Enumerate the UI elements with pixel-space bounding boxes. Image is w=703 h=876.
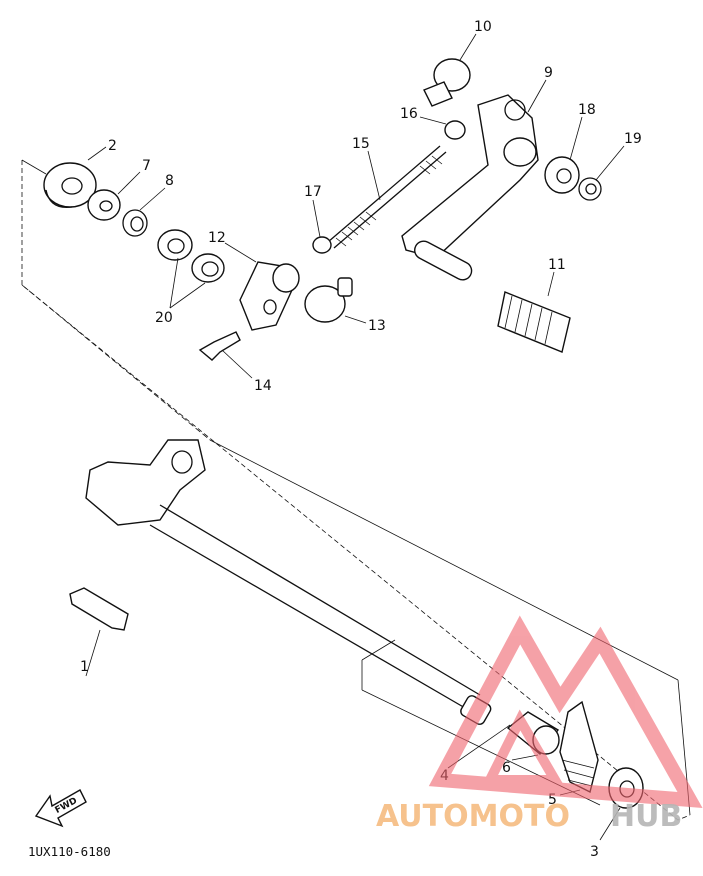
- part-14-bolt: [198, 331, 241, 361]
- part-number-16: 16: [400, 106, 418, 122]
- part-number-1: 1: [80, 659, 89, 675]
- part-20-bearing-b: [191, 253, 225, 283]
- part-number-15: 15: [352, 136, 370, 152]
- part-20-bearing-a: [157, 229, 193, 261]
- part-number-8: 8: [165, 173, 174, 189]
- part-number-12: 12: [208, 230, 226, 246]
- part-number-7: 7: [142, 158, 151, 174]
- part-5-spring: [559, 700, 599, 794]
- part-number-2: 2: [108, 138, 117, 154]
- leader-lines: [85, 33, 625, 841]
- part-7-washer: [87, 189, 121, 221]
- drawing-code: 1UX110-6180: [28, 844, 111, 859]
- part-12-shift-arm: [239, 261, 300, 331]
- part-number-3: 3: [590, 844, 599, 860]
- part-16-nut: [444, 120, 466, 140]
- part-number-5: 5: [548, 792, 557, 808]
- part-11-pedal-rubber: [497, 291, 571, 353]
- part-15-shift-rod: [327, 145, 447, 249]
- part-shift-shaft: [85, 439, 492, 725]
- part-number-17: 17: [304, 184, 322, 200]
- part-18-washer: [544, 156, 580, 194]
- part-2-oil-seal: [43, 162, 97, 209]
- watermark-text-automoto: AUTOMOTO: [376, 799, 570, 834]
- part-9-shift-pedal: [401, 94, 539, 281]
- part-number-20: 20: [155, 310, 173, 326]
- part-13-rod-end: [304, 277, 353, 323]
- part-1-stud-bolt: [69, 587, 129, 631]
- part-17-nut: [312, 236, 332, 254]
- part-10-rod-end: [423, 58, 471, 107]
- watermark-logo: [428, 615, 703, 809]
- part-number-9: 9: [544, 65, 553, 81]
- fwd-arrow: FWD: [34, 789, 87, 828]
- part-number-18: 18: [578, 102, 596, 118]
- part-number-19: 19: [624, 131, 642, 147]
- part-number-labels: 2 7 8 20 12 13 14 15 17 10 16 9 18 19 11…: [80, 19, 642, 860]
- part-8-circlip: [122, 209, 148, 237]
- part-19-clip: [578, 177, 602, 201]
- part-number-6: 6: [502, 760, 511, 776]
- part-number-10: 10: [474, 19, 492, 35]
- part-number-11: 11: [548, 257, 566, 273]
- part-number-13: 13: [368, 318, 386, 334]
- watermark-text-hub: HUB: [610, 799, 682, 834]
- part-number-14: 14: [254, 378, 272, 394]
